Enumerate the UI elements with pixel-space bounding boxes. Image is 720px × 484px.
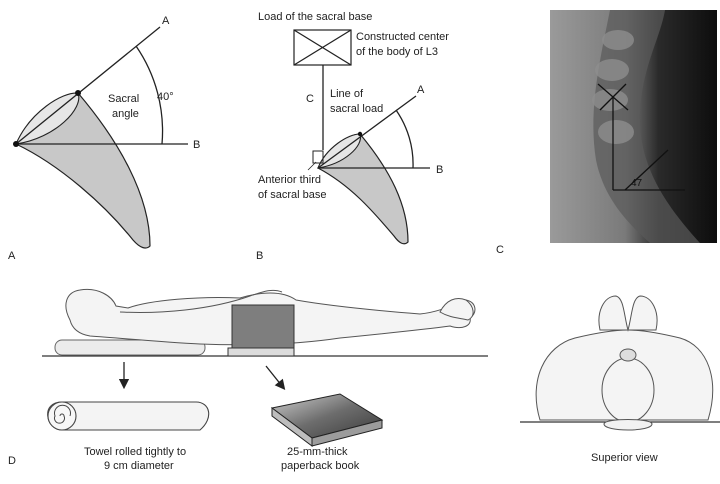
load-label: Load of the sacral base (258, 11, 372, 23)
towel-label-2: 9 cm diameter (104, 460, 174, 472)
constructed-center-label-2: of the body of L3 (356, 46, 438, 58)
point-label-a-a: A (162, 15, 170, 27)
xray-vertebra-2 (595, 59, 629, 81)
point-label-c-b: C (306, 93, 314, 105)
constructed-center-label-1: Constructed center (356, 31, 449, 43)
anterior-third-label-2: of sacral base (258, 189, 326, 201)
book-under-pelvis (232, 305, 294, 349)
panel-label-c: C (496, 244, 504, 256)
book-label-1: 25-mm-thick (287, 446, 348, 458)
line-of-load-label-1: Line of (330, 88, 364, 100)
superior-view-head-top (620, 349, 636, 361)
book-base-under-pelvis (228, 348, 294, 356)
book-arrow (266, 366, 282, 386)
point-label-b-b: B (436, 164, 443, 176)
sacral-promontory-point-b (358, 132, 362, 136)
xray-angle-label: 47 (631, 178, 643, 189)
book-label-2: paperback book (281, 460, 360, 472)
superior-view-head (602, 358, 654, 422)
panel-a: A B Sacral angle 40° A (8, 15, 200, 262)
panel-label-b: B (256, 250, 263, 262)
towel-label-1: Towel rolled tightly to (84, 446, 186, 458)
panel-b: Load of the sacral base Constructed cent… (256, 11, 449, 262)
panel-label-d: D (8, 455, 16, 467)
xray-vertebra-4 (598, 120, 634, 144)
superior-view-neck-towel (604, 420, 652, 431)
rolled-towel-end (48, 402, 76, 430)
xray-vertebra-1 (602, 30, 634, 50)
panel-label-a: A (8, 250, 16, 262)
panel-c: 47 C (496, 10, 717, 256)
sacral-promontory-point-a (75, 90, 81, 96)
sacral-angle-label-2: angle (112, 108, 139, 120)
anterior-third-label-1: Anterior third (258, 174, 321, 186)
superior-view-label: Superior view (591, 452, 658, 464)
angle-arc-b (396, 110, 413, 168)
line-of-load-label-2: sacral load (330, 103, 383, 115)
sacral-angle-label-1: Sacral (108, 93, 139, 105)
point-label-b-a: B (193, 139, 200, 151)
superior-view-legs (599, 296, 657, 330)
angle-value-label: 40° (157, 91, 174, 103)
anterior-leader-line (308, 162, 316, 170)
vertex-point-a (13, 141, 19, 147)
point-label-a-b: A (417, 84, 425, 96)
panel-d: Towel rolled tightly to 9 cm diameter 25… (8, 289, 720, 472)
